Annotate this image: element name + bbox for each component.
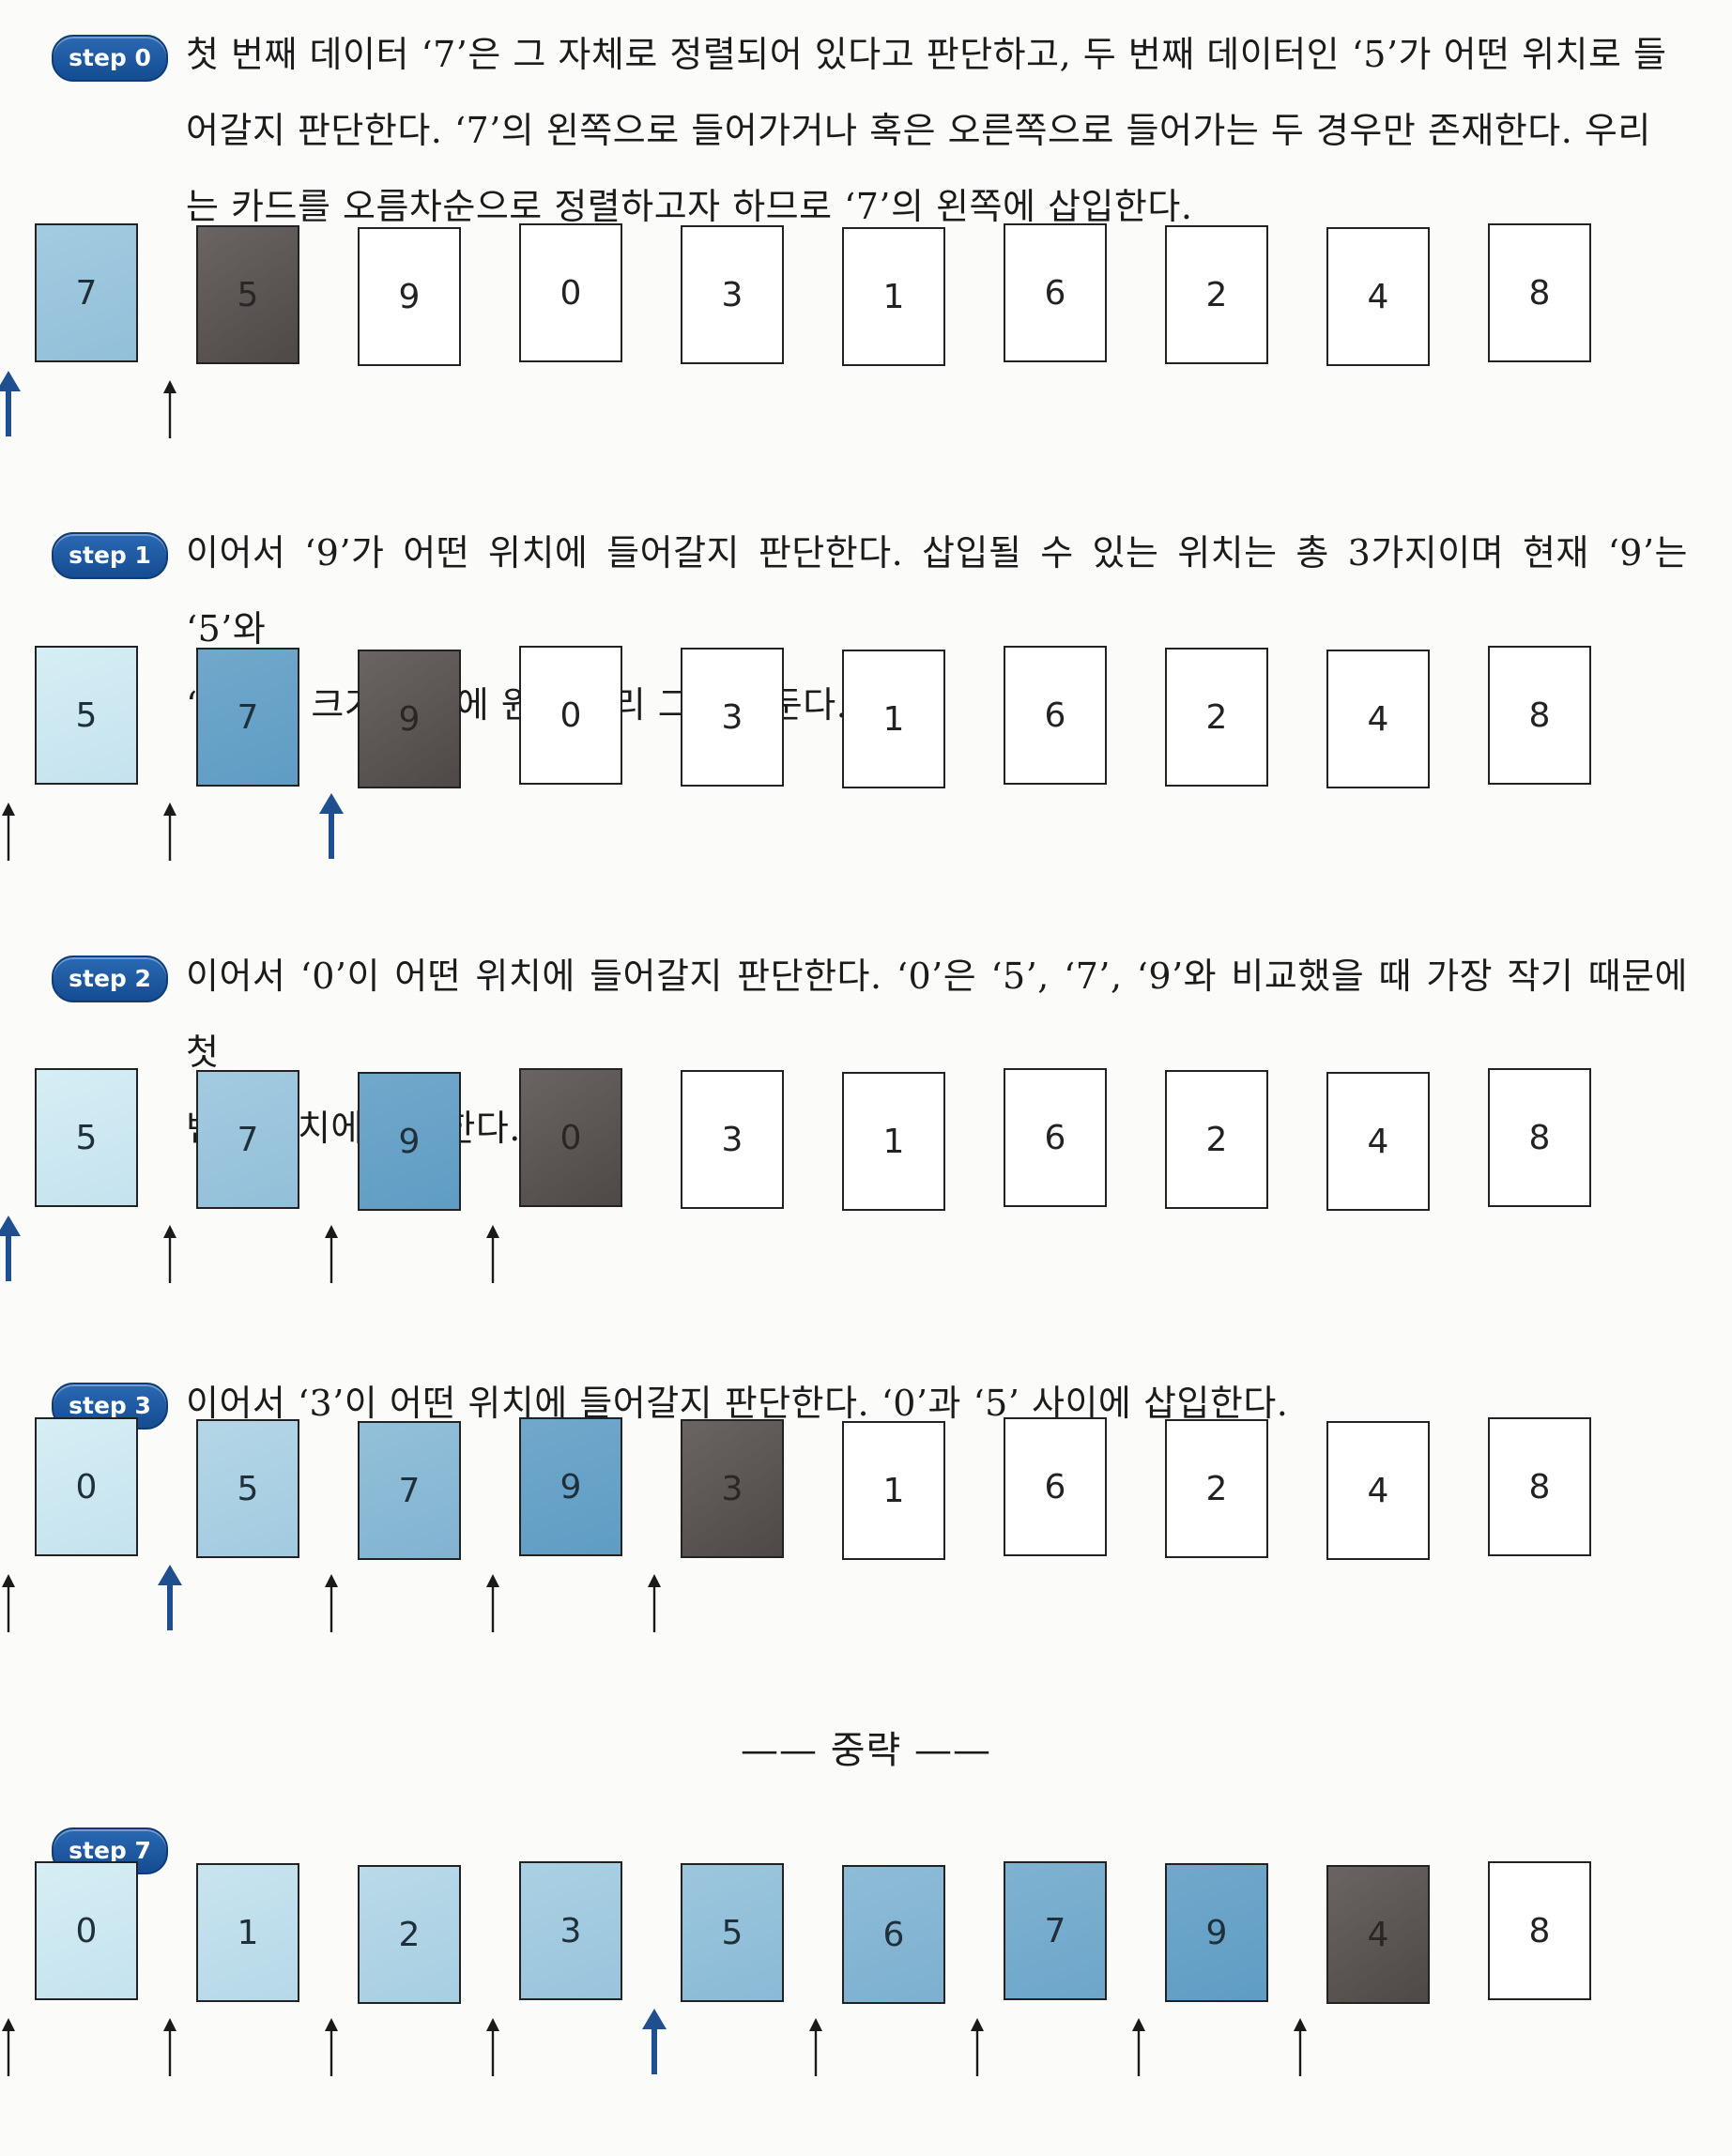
step-description: 첫 번째 데이터 ‘7’은 그 자체로 정렬되어 있다고 판단하고, 두 번째 … (186, 17, 1688, 245)
description-line: 이어서 ‘0’이 어떤 위치에 들어갈지 판단한다. ‘0’은 ‘5’, ‘7’… (186, 956, 1688, 1073)
number-card: 4 (1326, 227, 1430, 366)
number-card: 2 (358, 1865, 461, 2004)
candidate-position-arrow-icon (648, 1574, 661, 1632)
candidate-position-arrow-icon (486, 1574, 499, 1632)
candidate-position-arrow-icon (325, 1574, 338, 1632)
number-card: 0 (519, 223, 622, 362)
number-card: 1 (842, 227, 945, 366)
candidate-position-arrow-icon (163, 803, 176, 861)
number-card: 8 (1488, 1068, 1591, 1207)
number-card: 4 (1326, 1421, 1430, 1560)
number-card: 6 (1004, 1417, 1107, 1556)
number-card: 0 (519, 1068, 622, 1207)
candidate-position-arrow-icon (486, 2018, 499, 2076)
candidate-position-arrow-icon (2, 2018, 15, 2076)
step-description: 이어서 ‘0’이 어떤 위치에 들어갈지 판단한다. ‘0’은 ‘5’, ‘7’… (186, 939, 1688, 1167)
number-card: 8 (1488, 223, 1591, 362)
number-card: 0 (519, 646, 622, 785)
number-card: 9 (519, 1417, 622, 1556)
number-card: 2 (1165, 648, 1268, 787)
number-card: 9 (358, 1072, 461, 1211)
number-card: 7 (196, 648, 299, 787)
number-card: 3 (681, 1419, 784, 1558)
number-card: 4 (1326, 1072, 1430, 1211)
candidate-position-arrow-icon (971, 2018, 984, 2076)
candidate-position-arrow-icon (486, 1225, 499, 1283)
number-card: 7 (1004, 1861, 1107, 2000)
candidate-position-arrow-icon (163, 380, 176, 438)
candidate-position-arrow-icon (163, 2018, 176, 2076)
number-card: 5 (35, 1068, 138, 1207)
number-card: 5 (196, 1419, 299, 1558)
number-card: 8 (1488, 1861, 1591, 2000)
insert-position-arrow-icon (642, 2009, 667, 2074)
description-line: 이어서 ‘3’이 어떤 위치에 들어갈지 판단한다. ‘0’과 ‘5’ 사이에 … (186, 1383, 1289, 1424)
number-card: 5 (35, 646, 138, 785)
number-card: 9 (1165, 1863, 1268, 2002)
candidate-position-arrow-icon (2, 1574, 15, 1632)
number-card: 1 (842, 1072, 945, 1211)
step-description: 이어서 ‘3’이 어떤 위치에 들어갈지 판단한다. ‘0’과 ‘5’ 사이에 … (186, 1366, 1688, 1442)
number-card: 5 (196, 225, 299, 364)
number-card: 3 (681, 648, 784, 787)
number-card: 0 (35, 1417, 138, 1556)
description-line: 이어서 ‘9’가 어떤 위치에 들어갈지 판단한다. 삽입될 수 있는 위치는 … (186, 532, 1688, 650)
candidate-position-arrow-icon (325, 2018, 338, 2076)
candidate-position-arrow-icon (325, 1225, 338, 1283)
description-line: 어갈지 판단한다. ‘7’의 왼쪽으로 들어가거나 혹은 오른쪽으로 들어가는 … (186, 110, 1651, 151)
number-card: 1 (842, 1421, 945, 1560)
number-card: 6 (1004, 223, 1107, 362)
number-card: 4 (1326, 650, 1430, 788)
number-card: 3 (681, 225, 784, 364)
insert-position-arrow-icon (0, 371, 21, 436)
insert-position-arrow-icon (158, 1565, 182, 1630)
number-card: 6 (1004, 646, 1107, 785)
number-card: 6 (842, 1865, 945, 2004)
number-card: 8 (1488, 646, 1591, 785)
insert-position-arrow-icon (0, 1216, 21, 1281)
number-card: 5 (681, 1863, 784, 2002)
number-card: 2 (1165, 1419, 1268, 1558)
number-card: 6 (1004, 1068, 1107, 1207)
candidate-position-arrow-icon (809, 2018, 822, 2076)
number-card: 7 (196, 1070, 299, 1209)
number-card: 0 (35, 1861, 138, 2000)
description-line: 첫 번째 데이터 ‘7’은 그 자체로 정렬되어 있다고 판단하고, 두 번째 … (186, 34, 1667, 75)
number-card: 7 (358, 1421, 461, 1560)
candidate-position-arrow-icon (163, 1225, 176, 1283)
step-badge: step 2 (52, 956, 168, 1002)
description-line: 는 카드를 오름차순으로 정렬하고자 하므로 ‘7’의 왼쪽에 삽입한다. (186, 186, 1193, 227)
number-card: 8 (1488, 1417, 1591, 1556)
insert-position-arrow-icon (319, 793, 344, 859)
candidate-position-arrow-icon (2, 803, 15, 861)
step-badge: step 0 (52, 35, 168, 82)
number-card: 9 (358, 227, 461, 366)
candidate-position-arrow-icon (1294, 2018, 1307, 2076)
number-card: 7 (35, 223, 138, 362)
step-badge: step 1 (52, 532, 168, 579)
omitted-marker: —— 중략 —— (740, 1729, 992, 1772)
number-card: 4 (1326, 1865, 1430, 2004)
number-card: 2 (1165, 1070, 1268, 1209)
number-card: 1 (196, 1863, 299, 2002)
number-card: 3 (681, 1070, 784, 1209)
number-card: 2 (1165, 225, 1268, 364)
number-card: 1 (842, 650, 945, 788)
candidate-position-arrow-icon (1132, 2018, 1145, 2076)
number-card: 9 (358, 650, 461, 788)
number-card: 3 (519, 1861, 622, 2000)
